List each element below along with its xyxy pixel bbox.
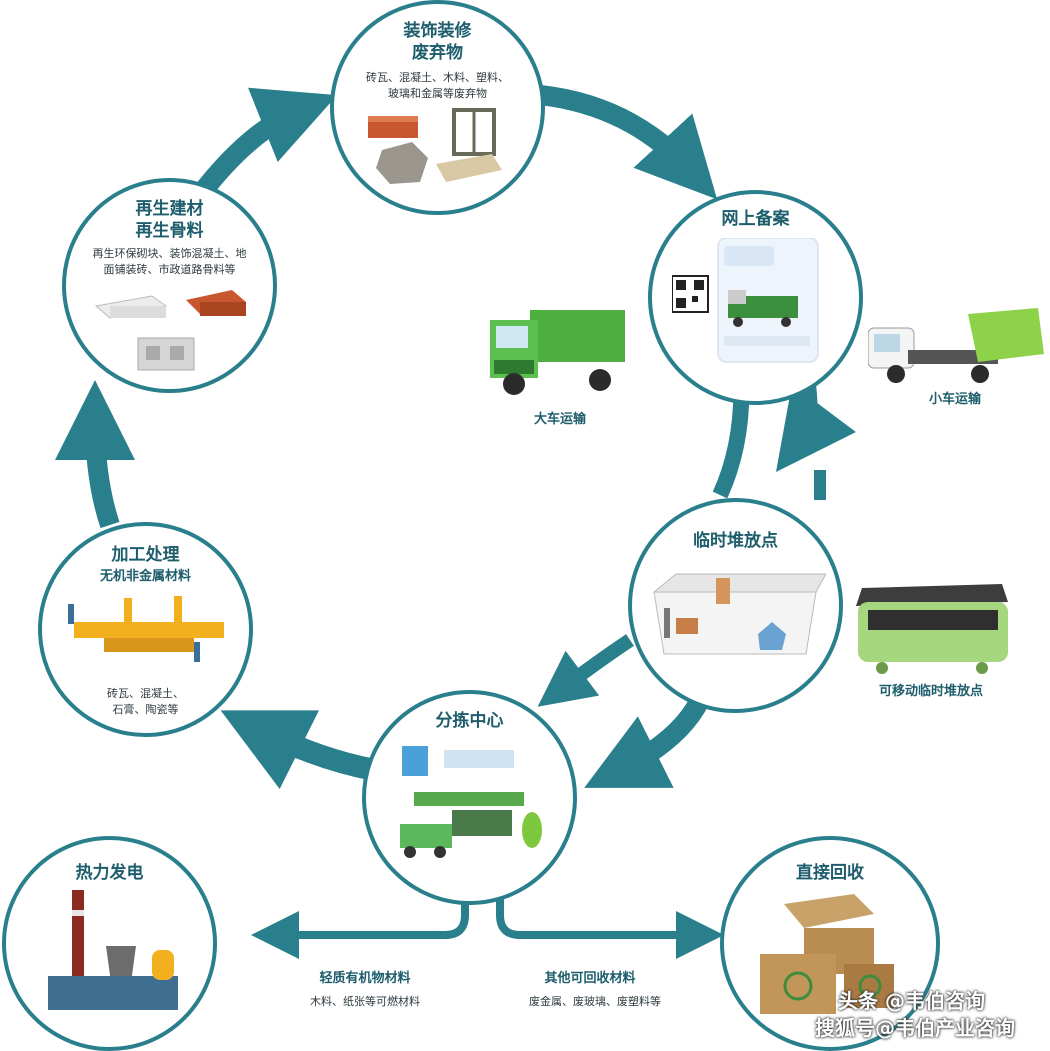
decoration-title-1: 装饰装修 xyxy=(403,21,472,41)
node-sorting-center: 分拣中心 xyxy=(362,690,577,905)
recycled-desc-2: 面铺装砖、市政道路骨料等 xyxy=(103,263,236,276)
production-line-illustration xyxy=(68,596,224,662)
mobile-filing-illustration xyxy=(672,238,819,363)
watermark-line-2: 搜狐号@韦伯产业咨询 xyxy=(815,1016,1015,1040)
recycle-icon xyxy=(783,971,813,1001)
chimney-icon xyxy=(72,890,84,980)
recycled-title-2: 再生骨料 xyxy=(135,221,204,241)
power-plant-illustration xyxy=(48,890,178,1010)
big-truck-label: 大车运输 xyxy=(533,412,586,427)
node-thermal-power: 热力发电 xyxy=(2,836,217,1051)
hand-truck-icon xyxy=(664,608,670,638)
small-truck-label: 小车运输 xyxy=(928,392,981,407)
robot-arm-icon xyxy=(124,598,132,626)
recycled-title-1: 再生建材 xyxy=(135,199,204,219)
node-recycled-materials: 再生建材 再生骨料 再生环保砌块、装饰混凝土、地 面铺装砖、市政道路骨料等 xyxy=(62,178,277,393)
processing-desc-2: 石膏、陶瓷等 xyxy=(112,703,179,716)
light-organic-label: 轻质有机物材料 xyxy=(319,971,411,986)
other-recyclable-desc: 废金属、废玻璃、废塑料等 xyxy=(529,995,661,1008)
bin-icon xyxy=(522,812,542,848)
temp-title: 临时堆放点 xyxy=(693,531,778,551)
boxes-icon xyxy=(716,578,730,604)
conveyor-icon xyxy=(414,792,524,806)
arrow-temp-to-sorting-upper xyxy=(537,634,634,707)
recycled-blocks-illustration xyxy=(94,290,246,371)
watermark-line-1: 头条 @韦伯咨询 xyxy=(838,989,985,1013)
node-temp-storage: 临时堆放点 xyxy=(628,498,843,713)
node-processing: 加工处理 无机非金属材料 砖瓦、混凝土、 石膏、陶瓷等 xyxy=(38,522,253,737)
light-organic-desc: 木料、纸张等可燃材料 xyxy=(310,995,420,1008)
arrow-processing-to-recycled xyxy=(55,380,136,529)
conveyor-line-icon xyxy=(74,622,224,638)
decoration-desc-1: 砖瓦、混凝土、木料、塑料、 xyxy=(366,71,509,84)
small-truck-illustration xyxy=(868,308,1044,383)
node-direct-recycling: 直接回收 xyxy=(720,836,940,1051)
garbage-truck-icon xyxy=(400,824,452,848)
arrow-sorting-to-thermal xyxy=(251,875,469,959)
construction-waste-illustration xyxy=(368,108,502,184)
processing-desc-1: 砖瓦、混凝土、 xyxy=(107,687,184,700)
worker-icon xyxy=(68,604,74,624)
processing-subtitle: 无机非金属材料 xyxy=(99,569,191,584)
garbage-bags-icon xyxy=(758,622,786,650)
cardboard-boxes-illustration xyxy=(760,894,894,1014)
sorting-facility-illustration xyxy=(400,746,542,858)
direct-title: 直接回收 xyxy=(796,863,864,883)
other-recyclable-label: 其他可回收材料 xyxy=(544,971,636,986)
factory-base-icon xyxy=(48,976,178,1010)
arrow-recycled-to-decoration xyxy=(192,87,338,202)
big-truck-illustration xyxy=(490,310,625,395)
decoration-desc-2: 玻璃和金属等废弃物 xyxy=(388,87,487,100)
decoration-title-2: 废弃物 xyxy=(412,43,463,63)
concrete-chunk-icon xyxy=(376,142,428,184)
warehouse-illustration xyxy=(652,573,826,655)
node-online-filing: 网上备案 xyxy=(648,190,863,405)
node-decoration-waste: 装饰装修 废弃物 砖瓦、混凝土、木料、塑料、 玻璃和金属等废弃物 xyxy=(330,0,545,215)
thermal-title: 热力发电 xyxy=(75,863,144,883)
arrow-decoration-to-online xyxy=(538,85,718,200)
arrow-temp-to-sorting-lower xyxy=(584,695,709,788)
processing-title: 加工处理 xyxy=(111,545,180,565)
arrow-sorting-to-direct xyxy=(496,875,724,959)
mobile-container-illustration xyxy=(856,584,1008,674)
wood-planks-icon xyxy=(436,154,502,182)
recycled-desc-1: 再生环保砌块、装饰混凝土、地 xyxy=(92,247,247,260)
screen-icon xyxy=(402,746,428,776)
sorting-title: 分拣中心 xyxy=(435,711,504,731)
arrow-sorting-to-processing xyxy=(220,710,378,790)
mobile-point-label: 可移动临时堆放点 xyxy=(878,684,983,699)
online-title: 网上备案 xyxy=(721,209,790,229)
box-icon xyxy=(784,894,874,928)
